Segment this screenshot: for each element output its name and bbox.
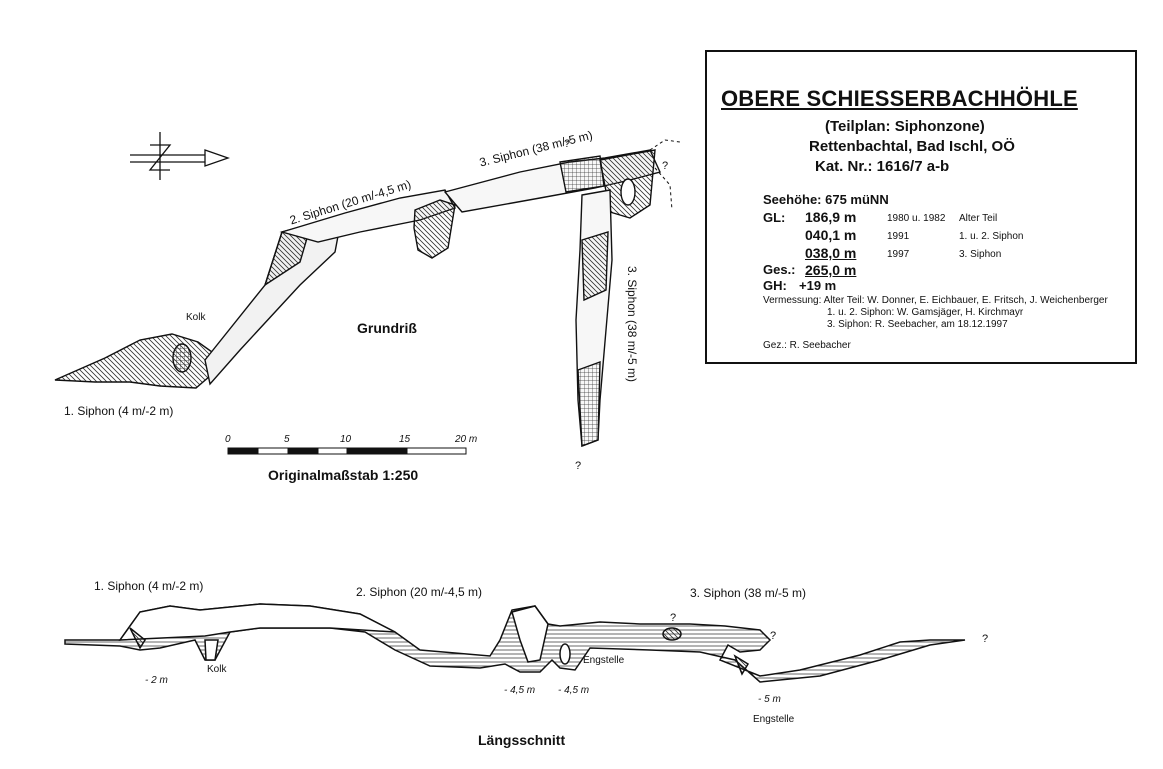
gh-label: GH: (763, 278, 787, 293)
scale-tick: 5 (284, 434, 290, 445)
section-depth-label: - 2 m (145, 675, 168, 686)
scale-bar (227, 447, 467, 455)
altitude: Seehöhe: 675 müNN (763, 192, 889, 207)
cave-location: Rettenbachtal, Bad Ischl, OÖ (809, 138, 1015, 155)
scale-tick: 20 m (455, 434, 478, 445)
gh-value: +19 m (799, 278, 837, 293)
total-label: Ges.: (763, 262, 796, 277)
section-question-mark: ? (770, 630, 777, 642)
total-value: 265,0 m (805, 262, 857, 278)
survey-line: 1. u. 2. Siphon: W. Gamsjäger, H. Kirchm… (827, 307, 1024, 318)
plan-unexplored-outline (649, 139, 681, 211)
scale-tick: 10 (340, 434, 352, 445)
length-year: 1997 (887, 249, 910, 260)
section-question-mark: ? (670, 612, 677, 624)
scale-tick: 15 (399, 434, 411, 445)
scale-caption: Originalmaßstab 1:250 (268, 467, 419, 483)
length-part: Alter Teil (959, 213, 998, 224)
section-label-engstelle: Engstelle (753, 714, 795, 725)
section-title: Längsschnitt (478, 732, 566, 748)
section-label-kolk: Kolk (207, 664, 227, 675)
cave-title: OBERE SCHIESSERBACHHÖHLE (721, 86, 1078, 111)
plan-cave-passage (54, 149, 661, 447)
drawn-by: Gez.: R. Seebacher (763, 340, 851, 351)
length-value: 186,9 m (805, 209, 857, 225)
plan-question-mark: ? (662, 160, 669, 172)
section-cave-profile (64, 603, 966, 683)
plan-label-siphon-1: 1. Siphon (4 m/-2 m) (64, 404, 174, 418)
cadastre-number: Kat. Nr.: 1616/7 a-b (815, 158, 950, 175)
plan-title: Grundriß (357, 320, 417, 336)
plan-label-kolk: Kolk (186, 312, 206, 323)
length-year: 1980 u. 1982 (887, 213, 946, 224)
length-part: 1. u. 2. Siphon (959, 231, 1024, 242)
length-year: 1991 (887, 231, 910, 242)
north-arrow-icon (130, 132, 230, 180)
section-label-siphon-2: 2. Siphon (20 m/-4,5 m) (356, 585, 483, 599)
section-depth-label: - 5 m (758, 694, 781, 705)
section-depth-label: - 4,5 m (504, 685, 536, 696)
length-value: 038,0 m (805, 245, 857, 261)
cave-subtitle: (Teilplan: Siphonzone) (825, 118, 985, 135)
length-part: 3. Siphon (959, 249, 1002, 260)
section-depth-label: - 4,5 m (558, 685, 590, 696)
gl-label: GL: (763, 210, 786, 225)
plan-label-siphon-3-side: 3. Siphon (38 m/-5 m) (625, 266, 639, 383)
section-question-mark: ? (982, 633, 989, 645)
length-value: 040,1 m (805, 227, 857, 243)
survey-line: Vermessung: Alter Teil: W. Donner, E. Ei… (763, 295, 1108, 306)
section-label-engstelle: Engstelle (583, 655, 625, 666)
survey-line: 3. Siphon: R. Seebacher, am 18.12.1997 (827, 319, 1008, 330)
section-label-siphon-3: 3. Siphon (38 m/-5 m) (690, 586, 807, 600)
info-box: OBERE SCHIESSERBACHHÖHLE (Teilplan: Siph… (705, 50, 1137, 364)
scale-tick: 0 (225, 434, 231, 445)
section-label-siphon-1: 1. Siphon (4 m/-2 m) (94, 579, 204, 593)
plan-question-mark: ? (564, 138, 571, 150)
plan-question-mark: ? (575, 460, 582, 472)
